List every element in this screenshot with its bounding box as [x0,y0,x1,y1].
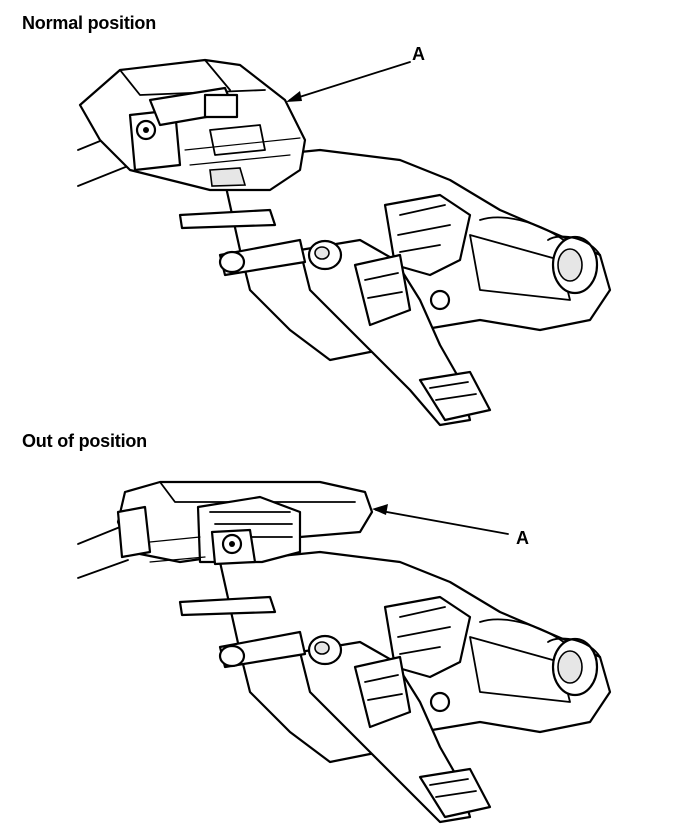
bracket-a-normal [78,58,307,192]
steering-column-normal-illustration [77,58,612,427]
tilt-bracket [298,640,492,824]
tilt-bracket [298,238,492,427]
steering-column-out-of-position-illustration [77,480,612,824]
bracket-a-out [116,480,374,566]
steering-column-assembly [218,148,612,362]
heading-out-of-position: Out of position [22,431,147,451]
lever-and-pivot [178,595,343,669]
leader-lines [77,504,509,579]
callout-label-a-out: A [516,528,529,548]
callout-label-a-normal: A [412,44,425,64]
heading-normal-position: Normal position [22,13,157,33]
lever-and-pivot [178,208,343,277]
